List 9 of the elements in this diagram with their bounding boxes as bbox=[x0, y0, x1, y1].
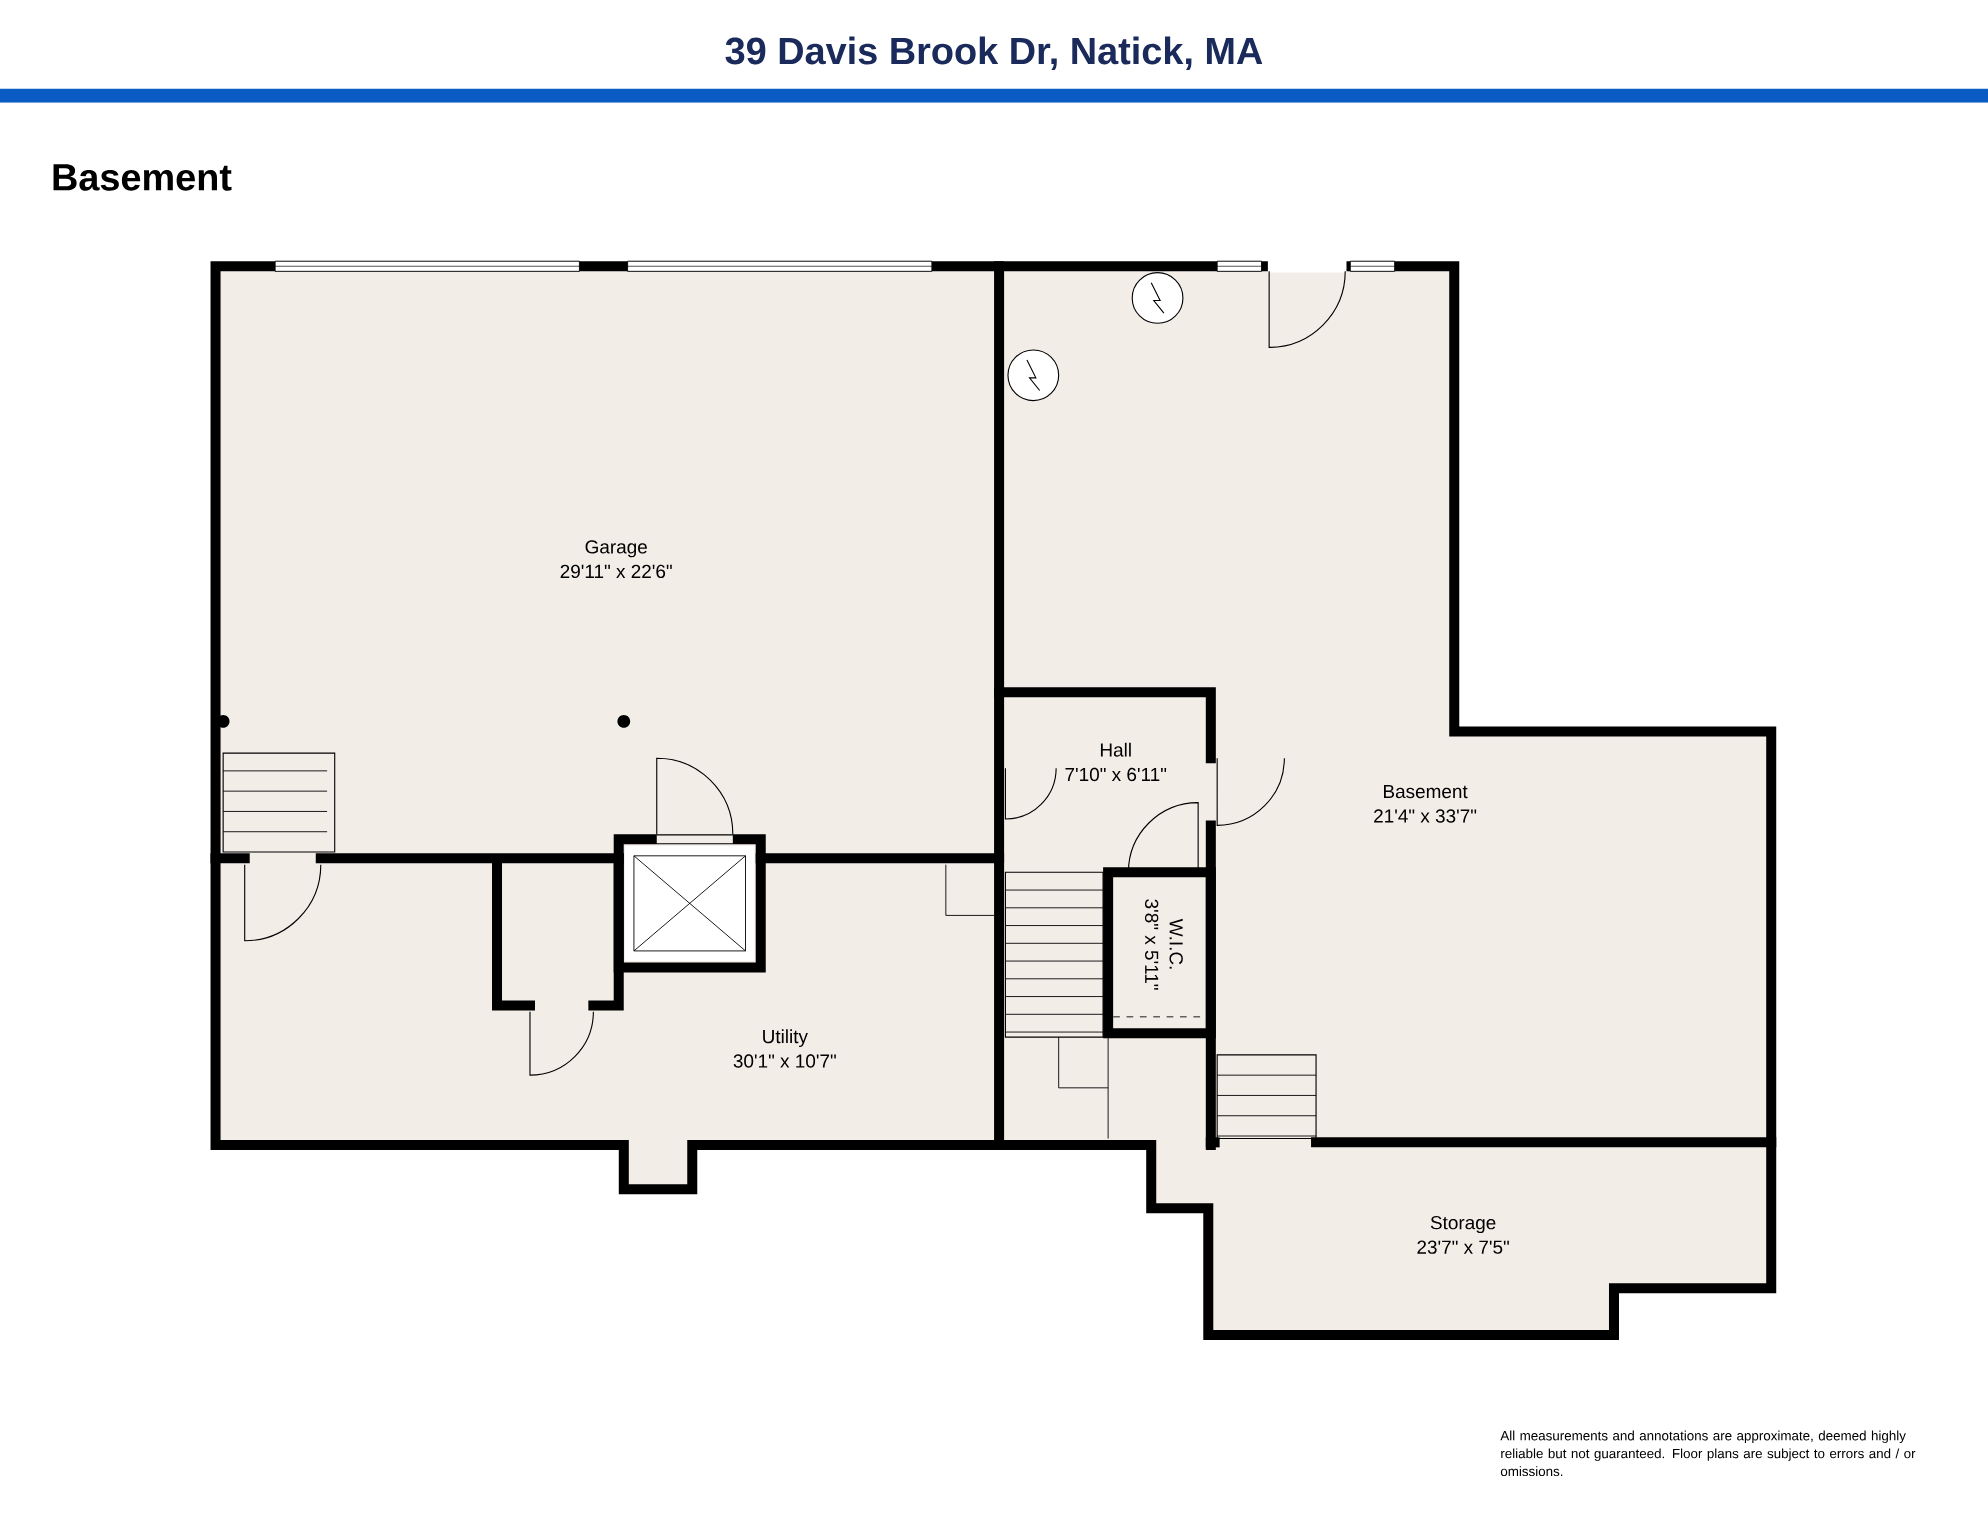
room-label: W.I.C. 3'8" x 5'11" bbox=[1144, 899, 1183, 990]
disclaimer: All measurements and annotations are approximate, deemed highly reliable but not guaranteed. Floor plans are subject to errors and / or omissions. bbox=[1500, 1430, 1916, 1476]
room-label: Hall 7'10" x 6'11" bbox=[1065, 742, 1167, 781]
room-label: Utility 30'1" x 10'7" bbox=[733, 1029, 836, 1068]
room-label: Storage 23'7" x 7'5" bbox=[1417, 1215, 1509, 1254]
room-label: Basement 21'4" x 33'7" bbox=[1374, 784, 1477, 823]
floor-heading: Basement bbox=[53, 164, 232, 191]
room-label: Garage 29'11" x 22'6" bbox=[560, 540, 672, 578]
title: 39 Davis Brook Dr, Natick, MA bbox=[725, 36, 1263, 70]
